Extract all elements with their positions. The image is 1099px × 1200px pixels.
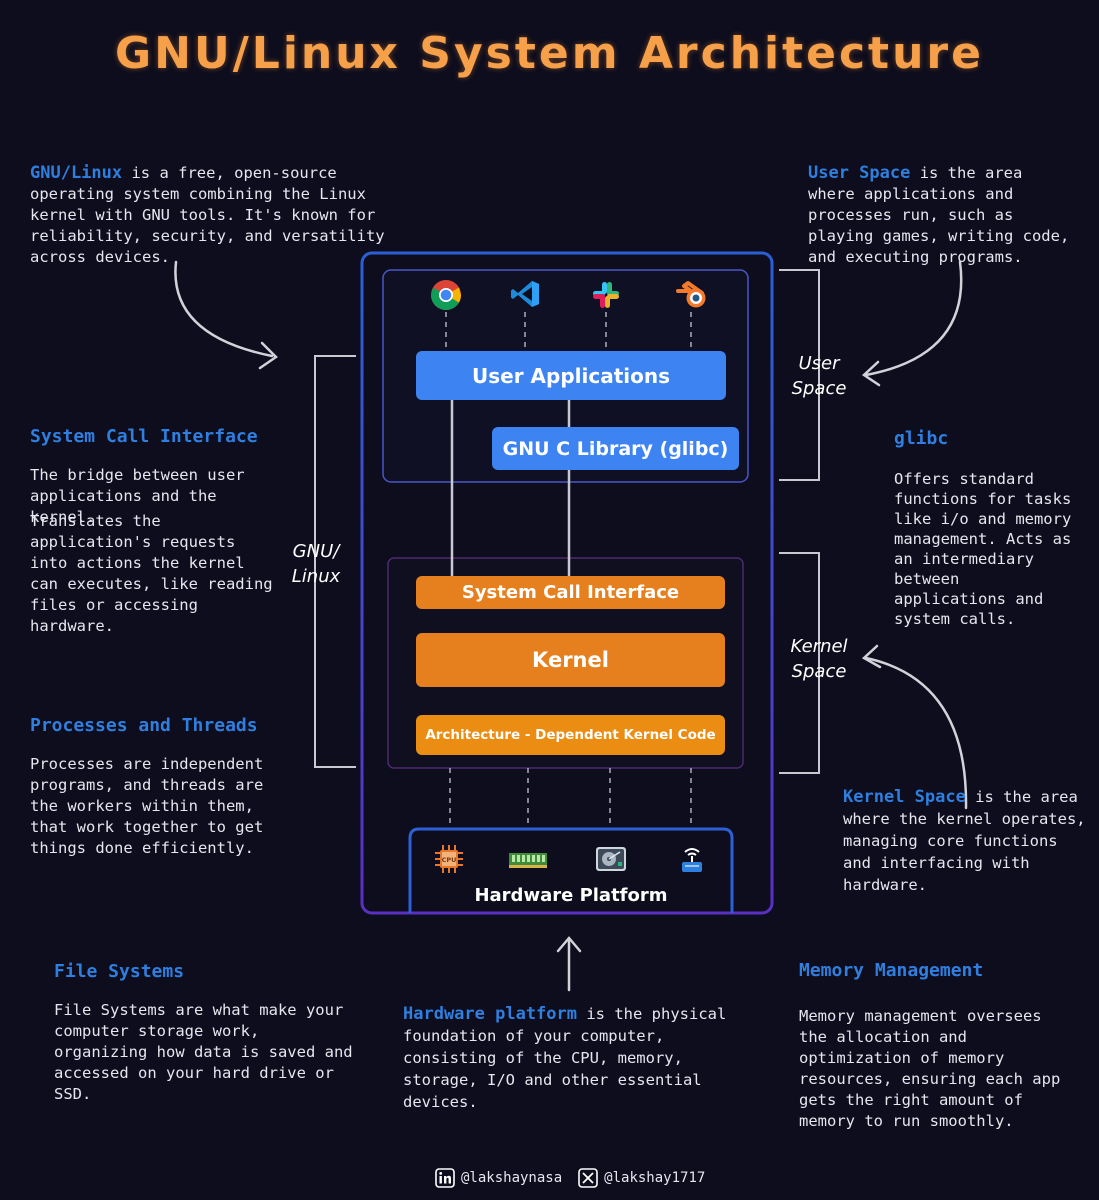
cpu-icon-text: CPU xyxy=(442,856,457,864)
note-file-systems: File Systems are what make your computer… xyxy=(54,1001,353,1103)
note-gnu-linux-term: GNU/Linux xyxy=(30,163,123,183)
note-hardware-platform: Hardware platform is the physical founda… xyxy=(403,1003,743,1113)
note-user-space-term: User Space xyxy=(808,163,911,183)
box-system-call-interface: System Call Interface xyxy=(416,576,725,609)
box-user-applications: User Applications xyxy=(416,351,726,400)
footer: @lakshaynasa @lakshay1717 xyxy=(435,1168,705,1188)
vscode-icon xyxy=(509,278,541,310)
note-kernel-space-text: is the area where the kernel operates, m… xyxy=(843,788,1086,894)
note-system-call-interface-1: The bridge between user applications and… xyxy=(30,466,245,526)
note-user-space: User Space is the area where application… xyxy=(808,163,1078,268)
note-kernel-space: Kernel Space is the area where the kerne… xyxy=(843,786,1088,896)
box-kernel: Kernel xyxy=(416,633,725,687)
cpu-icon: CPU xyxy=(433,843,465,875)
note-gnu-linux: GNU/Linux is a free, open-source operati… xyxy=(30,163,420,268)
box-hardware-platform: Hardware Platform xyxy=(474,884,668,906)
box-arch-dependent-code: Architecture - Dependent Kernel Code xyxy=(416,715,725,755)
note-hardware-platform-term: Hardware platform xyxy=(403,1004,577,1024)
linkedin-icon[interactable] xyxy=(435,1168,455,1188)
label-user-space: User Space xyxy=(791,353,847,399)
heading-glibc: glibc xyxy=(894,428,949,449)
hard-drive-icon xyxy=(594,843,628,875)
network-icon xyxy=(676,843,708,875)
note-memory-management: Memory management oversees the allocatio… xyxy=(799,1007,1061,1130)
x-icon[interactable] xyxy=(578,1168,598,1188)
label-gnu-linux: GNU/ Linux xyxy=(291,541,341,587)
ram-icon xyxy=(507,846,549,872)
note-processes-threads: Processes are independent programs, and … xyxy=(30,755,264,857)
footer-x-handle[interactable]: @lakshay1717 xyxy=(604,1170,706,1186)
heading-memory-management: Memory Management xyxy=(799,960,984,981)
chrome-icon xyxy=(430,279,462,311)
note-glibc: Offers standard functions for tasks like… xyxy=(894,470,1072,628)
footer-linkedin-handle[interactable]: @lakshaynasa xyxy=(461,1170,563,1186)
box-glibc: GNU C Library (glibc) xyxy=(492,427,739,470)
heading-processes-threads: Processes and Threads xyxy=(30,715,258,736)
note-hardware-platform-text: is the physical foundation of your compu… xyxy=(403,1005,727,1111)
note-kernel-space-term: Kernel Space xyxy=(843,787,966,807)
hardware-frame xyxy=(408,827,734,913)
label-kernel-space: Kernel Space xyxy=(790,636,848,682)
note-user-space-text: is the area where applications and proce… xyxy=(808,164,1070,266)
page-title: GNU/Linux System Architecture xyxy=(115,28,984,79)
heading-system-call-interface: System Call Interface xyxy=(30,426,258,447)
heading-file-systems: File Systems xyxy=(54,961,185,982)
slack-icon xyxy=(590,279,622,311)
note-gnu-linux-text: is a free, open-source operating system … xyxy=(30,164,385,266)
note-system-call-interface-2: Translates the application's requests in… xyxy=(30,512,273,635)
blender-icon xyxy=(674,279,710,311)
outer-frame xyxy=(360,251,774,915)
